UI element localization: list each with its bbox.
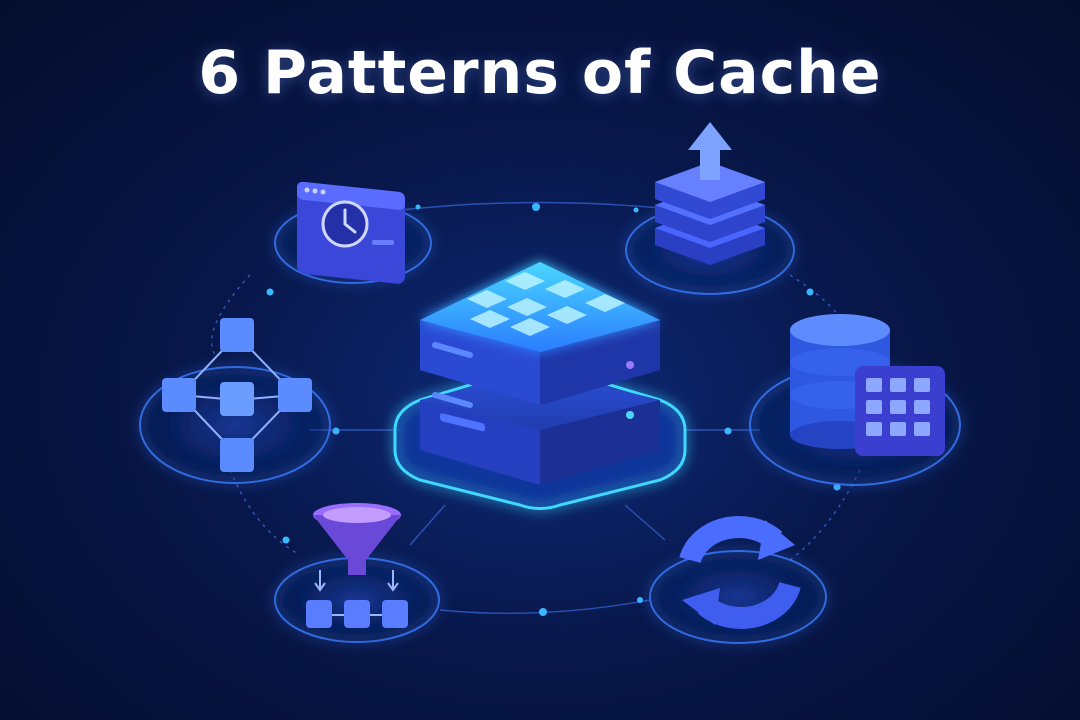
cache-server-icon (393, 262, 687, 510)
cube-network-icon (162, 318, 312, 472)
funnel-blocks-icon (306, 503, 408, 628)
database-grid-icon (790, 314, 945, 456)
page-title: 6 Patterns of Cache (198, 38, 882, 108)
browser-clock-icon (297, 181, 405, 284)
stacked-layers-upload-icon (655, 122, 765, 265)
refresh-arrows-icon (679, 516, 801, 629)
